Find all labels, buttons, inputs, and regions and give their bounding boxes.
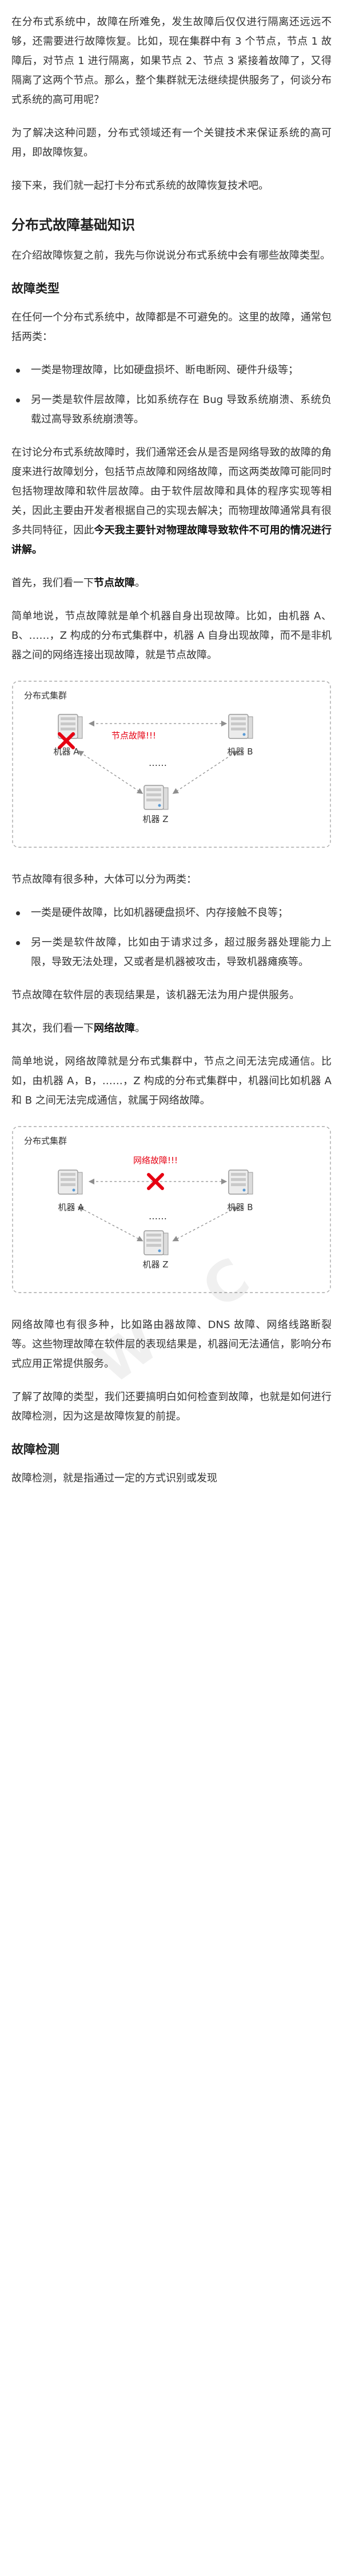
node-failure-diagram: 分布式集群节点故障!!! 机器 A 机器 B …… 机器 Z: [11, 679, 332, 851]
cluster-boundary: [12, 1126, 331, 1293]
paragraph: 首先，我们看一下节点故障。: [11, 574, 332, 593]
machine-z-label: 机器 Z: [142, 1259, 168, 1270]
list-item: 一类是硬件故障，比如机器硬盘损坏、内存接触不良等；: [11, 903, 332, 923]
list-item: 一类是物理故障，比如硬盘损坏、断电断网、硬件升级等；: [11, 361, 332, 380]
machine-b-label: 机器 B: [227, 746, 253, 757]
link-a-z: [77, 1206, 143, 1242]
paragraph-text: 在讨论分布式系统故障时，我们通常还会从是否是网络导致的故障的角度来进行故障划分，…: [11, 447, 332, 536]
ellipsis-label: ……: [149, 1211, 167, 1222]
paragraph: 简单地说，网络故障就是分布式集群中，节点之间无法完成通信。比如，由机器 A，B，…: [11, 1056, 332, 1107]
server-b-icon: [228, 714, 253, 739]
network-failure-diagram: 分布式集群网络故障!!! 机器 A 机器 B …… 机器 Z: [11, 1124, 332, 1296]
cluster-label: 分布式集群: [24, 690, 67, 701]
paragraph: 了解了故障的类型，我们还要搞明白如何检查到故障，也就是如何进行故障检测，因为这是…: [11, 1391, 332, 1423]
fault-label: 节点故障!!!: [111, 730, 156, 741]
emphasis-text: 节点故障: [94, 577, 135, 589]
section-heading: 分布式故障基础知识: [11, 217, 135, 233]
bullet-list: 一类是硬件故障，比如机器硬盘损坏、内存接触不良等； 另一类是软件故障，比如由于请求…: [11, 903, 332, 972]
paragraph-text: 。: [135, 577, 145, 589]
fault-x-icon: [58, 732, 75, 749]
link-a-z: [77, 750, 143, 794]
cluster-boundary: [12, 681, 331, 848]
server-z-icon: [143, 1230, 169, 1255]
paragraph: 节点故障在软件层的表现结果是，该机器无法为用户提供服务。: [11, 989, 300, 1001]
paragraph-text: 。: [135, 1022, 145, 1034]
machine-a-label: 机器 A: [53, 746, 79, 757]
paragraph: 在任何一个分布式系统中，故障都是不可避免的。这里的故障，通常包括两类：: [11, 311, 332, 343]
fault-label: 网络故障!!!: [133, 1155, 178, 1165]
paragraph: 故障检测，就是指通过一定的方式识别或发现: [11, 1472, 217, 1484]
subsection-heading: 故障类型: [11, 282, 59, 295]
paragraph-text: 其次，我们看一下: [11, 1022, 94, 1034]
paragraph: 在讨论分布式系统故障时，我们通常还会从是否是网络导致的故障的角度来进行故障划分，…: [11, 443, 332, 560]
paragraph: 简单地说，节点故障就是单个机器自身出现故障。比如，由机器 A、B、……，Z 构成…: [11, 610, 332, 661]
paragraph: 在介绍故障恢复之前，我先与你说说分布式系统中会有哪些故障类型。: [11, 250, 330, 262]
machine-b-label: 机器 B: [227, 1202, 253, 1212]
ellipsis-label: ……: [149, 757, 167, 768]
paragraph: 为了解决这种问题，分布式领域还有一个关键技术来保证系统的高可用，即故障恢复。: [11, 127, 332, 159]
emphasis-text: 网络故障: [94, 1022, 135, 1034]
article-body: 在分布式系统中，故障在所难免，发生故障后仅仅进行隔离还远远不够，还需要进行故障恢…: [11, 13, 332, 1488]
fault-x-icon: [147, 1173, 164, 1190]
machine-a-label: 机器 A: [58, 1202, 84, 1212]
emphasis-text: 今天我主要针对物理故障导致软件不可用的情况进行讲解。: [11, 524, 332, 556]
cluster-label: 分布式集群: [24, 1136, 67, 1146]
machine-z-label: 机器 Z: [142, 814, 168, 824]
subsection-heading: 故障检测: [11, 1443, 59, 1456]
paragraph: 在分布式系统中，故障在所难免，发生故障后仅仅进行隔离还远远不够，还需要进行故障恢…: [11, 16, 332, 106]
paragraph: 接下来，我们就一起打卡分布式系统的故障恢复技术吧。: [11, 180, 269, 192]
server-b-icon: [228, 1170, 253, 1195]
link-b-z: [172, 750, 238, 794]
paragraph: 节点故障有很多种，大体可以分为两类：: [11, 874, 197, 886]
server-z-icon: [143, 785, 169, 810]
paragraph: 网络故障也有很多种，比如路由器故障、DNS 故障、网络线路断裂等。这些物理故障在…: [11, 1319, 332, 1370]
server-a-icon: [58, 1170, 83, 1195]
list-item: 另一类是软件故障，比如由于请求过多，超过服务器处理能力上限，导致无法处理，又或者…: [11, 933, 332, 972]
bullet-list: 一类是物理故障，比如硬盘损坏、断电断网、硬件升级等； 另一类是软件层故障，比如系统…: [11, 361, 332, 429]
paragraph-text: 首先，我们看一下: [11, 577, 94, 589]
link-b-z: [172, 1206, 238, 1242]
paragraph: 其次，我们看一下网络故障。: [11, 1019, 332, 1038]
list-item: 另一类是软件层故障，比如系统存在 Bug 导致系统崩溃、系统负载过高导致系统崩溃…: [11, 390, 332, 429]
